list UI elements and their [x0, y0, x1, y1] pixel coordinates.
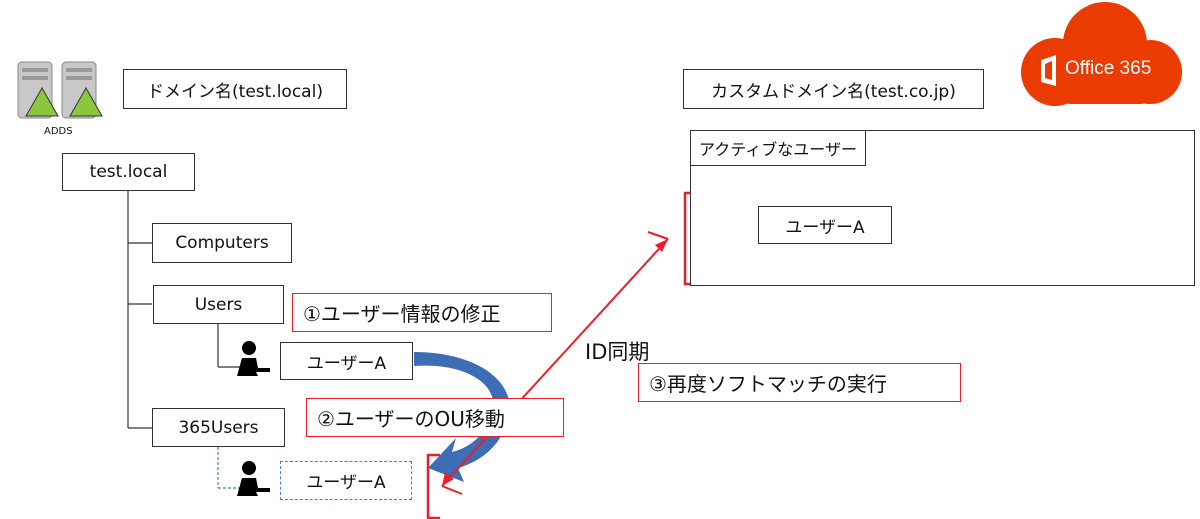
office-icon [1041, 55, 1056, 86]
active-users-title: アクティブなユーザー [690, 130, 866, 166]
ou-move-arrow [414, 352, 511, 482]
tree-root-node: test.local [62, 153, 195, 191]
bracket-left [426, 453, 440, 519]
server-icon [17, 61, 59, 119]
server-label: ADDS [44, 126, 73, 137]
step2-annotation: ②ユーザーのOU移動 [306, 398, 564, 437]
server-icon [61, 61, 103, 119]
person-icon [237, 341, 270, 376]
custom-domain-box: カスタムドメイン名(test.co.jp) [683, 69, 984, 109]
365users-ou-node: 365Users [152, 408, 285, 447]
user-a-node: ユーザーA [280, 342, 413, 380]
person-icon [237, 461, 270, 496]
users-ou-node: Users [153, 285, 284, 324]
domain-name-box: ドメイン名(test.local) [123, 69, 347, 109]
office365-cloud-icon [1021, 2, 1182, 106]
step1-annotation: ①ユーザー情報の修正 [292, 293, 552, 332]
id-sync-label: ID同期 [585, 340, 650, 364]
office365-logo-text: Office 365 [1065, 58, 1152, 79]
user-a-moved-node: ユーザーA [280, 461, 412, 500]
computers-ou-node: Computers [152, 223, 292, 263]
cloud-user-a-node: ユーザーA [758, 206, 892, 244]
step3-annotation: ③再度ソフトマッチの実行 [638, 363, 961, 402]
